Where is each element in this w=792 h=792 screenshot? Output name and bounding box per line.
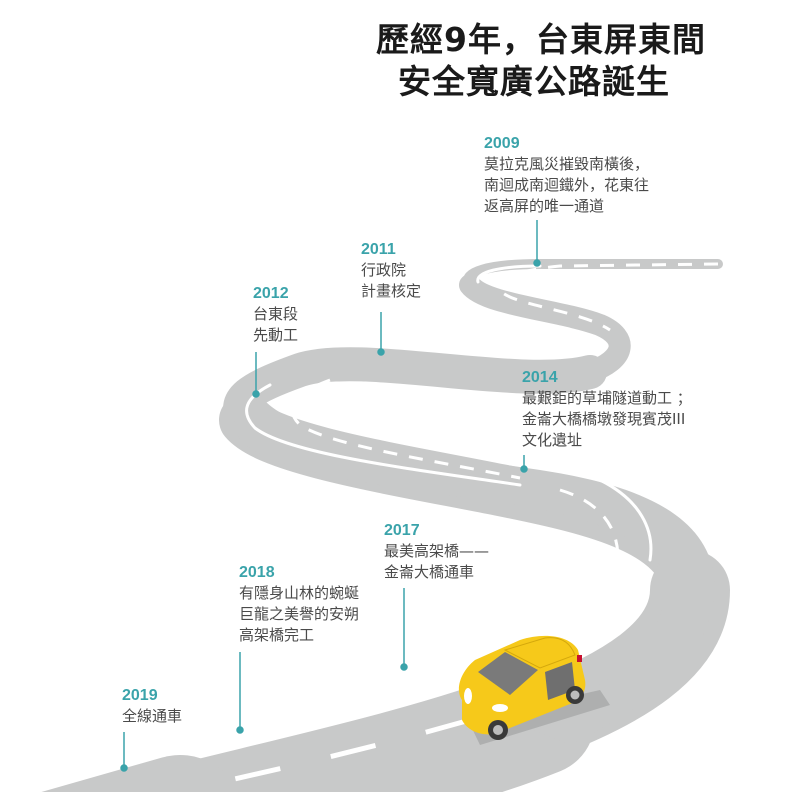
milestone-year: 2011 bbox=[361, 241, 396, 258]
milestone-year: 2017 bbox=[384, 522, 420, 539]
pointer-dot-2011 bbox=[377, 348, 385, 356]
car-roof bbox=[503, 637, 576, 669]
pointer-dot-2018 bbox=[236, 726, 244, 734]
car-headlight-right bbox=[492, 704, 508, 712]
page-title-line2: 安全寬廣公路誕生 bbox=[398, 62, 670, 101]
milestone-year: 2019 bbox=[122, 687, 158, 704]
milestone-desc: 莫拉克風災摧毀南橫後， 南迴成南迴鐵外，花東往 返高屏的唯一通道 bbox=[484, 155, 650, 215]
milestone-pointers bbox=[120, 220, 541, 772]
car-taillight bbox=[577, 655, 582, 662]
milestone-2011: 2011 行政院 計畫核定 bbox=[361, 240, 421, 302]
milestone-desc: 行政院 計畫核定 bbox=[361, 261, 422, 300]
pointer-dot-2014 bbox=[520, 465, 528, 473]
road-center-dashes bbox=[229, 262, 719, 783]
milestone-year: 2018 bbox=[239, 564, 275, 581]
road-fill bbox=[234, 398, 715, 745]
pointer-dot-2019 bbox=[120, 764, 128, 772]
milestone-2019: 2019 全線通車 bbox=[122, 686, 182, 727]
yellow-car bbox=[458, 635, 610, 745]
car-windshield bbox=[478, 652, 538, 695]
pointer-dot-2012 bbox=[252, 390, 260, 398]
milestone-desc: 台東段 先動工 bbox=[253, 305, 299, 344]
milestone-2012: 2012 台東段 先動工 bbox=[253, 284, 298, 346]
milestone-desc: 最美高架橋—— 金崙大橋通車 bbox=[384, 542, 490, 581]
pointer-dot-2017 bbox=[400, 663, 408, 671]
milestone-2009: 2009 莫拉克風災摧毀南橫後， 南迴成南迴鐵外，花東往 返高屏的唯一通道 bbox=[484, 134, 649, 217]
milestone-desc: 全線通車 bbox=[122, 707, 183, 725]
car-headlight-left bbox=[464, 688, 472, 704]
pointer-dot-2009 bbox=[533, 259, 541, 267]
milestone-2014: 2014 最艱鉅的草埔隧道動工 ； 金崙大橋橋墩發現賓茂III 文化遺址 bbox=[522, 368, 692, 451]
milestone-desc: 最艱鉅的草埔隧道動工 ； 金崙大橋橋墩發現賓茂III 文化遺址 bbox=[522, 389, 692, 449]
milestone-2017: 2017 最美高架橋—— 金崙大橋通車 bbox=[384, 521, 489, 583]
milestone-year: 2012 bbox=[253, 285, 289, 302]
milestone-year: 2009 bbox=[484, 135, 520, 152]
milestone-year: 2014 bbox=[522, 369, 558, 386]
milestone-2018: 2018 有隱身山林的蜿蜒 巨龍之美譽的安朔 高架橋完工 bbox=[239, 563, 359, 646]
page-title-line1: 歷經9年，台東屏東間 bbox=[376, 20, 706, 59]
milestone-desc: 有隱身山林的蜿蜒 巨龍之美譽的安朔 高架橋完工 bbox=[239, 584, 360, 644]
